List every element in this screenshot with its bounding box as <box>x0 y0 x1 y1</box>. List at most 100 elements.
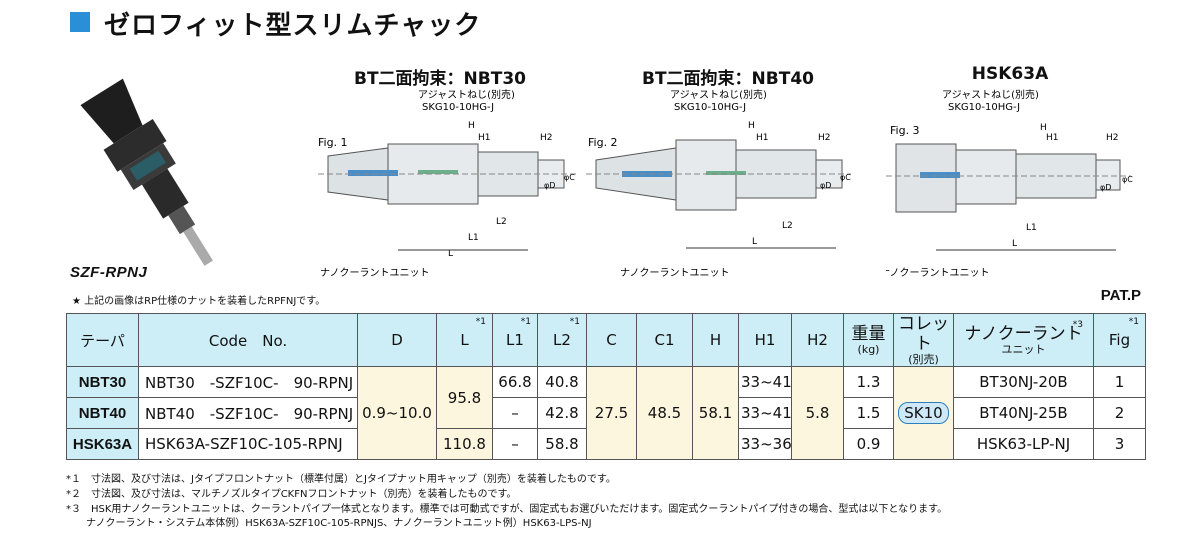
fig3-d: φD <box>1100 183 1111 192</box>
header-code: Code No. <box>138 313 358 367</box>
header-d: D <box>357 313 437 367</box>
fig1-heading: BT二面拘束：NBT30 <box>354 69 526 89</box>
fig1-adjust-code: SKG10-10HG-J <box>422 102 494 113</box>
header-l1-star: *1 <box>520 317 531 327</box>
table-header-row: テーパ Code No. D L*1 L1*1 L2*1 C C1 H H1 H… <box>66 313 1146 367</box>
row-weight: 0.9 <box>843 428 894 460</box>
product-photo <box>80 78 213 266</box>
header-weight-text: 重量 <box>851 324 886 344</box>
header-l-star: *1 <box>475 317 486 327</box>
fig2-adjust-label: アジャストねじ(別売) <box>670 88 767 101</box>
footnote-2: *２ 寸法図、及び寸法は、マルチノズルタイプCKFNフロントナット（別売）を装着… <box>66 489 517 500</box>
shared-h2: 5.8 <box>791 366 844 460</box>
fig3-drawing: アジャストねじ(別売) SKG10-10HG-J Fig. 3 H H1 H2 … <box>886 88 1133 279</box>
header-fig-star: *1 <box>1128 317 1139 327</box>
model-label: SZF-RPNJ <box>70 264 148 281</box>
header-c1: C1 <box>636 313 693 367</box>
shared-collet: SK10 <box>893 366 954 460</box>
row-h1: 33~41 <box>738 397 792 429</box>
row-taper: HSK63A <box>66 428 139 460</box>
row-l: 110.8 <box>436 428 493 460</box>
fig3-h1: H1 <box>1046 133 1059 143</box>
fig1-d: φD <box>544 181 555 190</box>
header-l2: L2*1 <box>537 313 587 367</box>
header-l1-text: L1 <box>506 331 524 349</box>
row-code: NBT30 -SZF10C- 90-RPNJ <box>138 366 358 398</box>
header-weight-unit: (kg) <box>857 343 880 356</box>
header-h: H <box>692 313 739 367</box>
row-l1: – <box>492 428 538 460</box>
fig3-h2: H2 <box>1106 133 1119 143</box>
fig3-label: Fig. 3 <box>890 124 920 137</box>
header-c: C <box>586 313 637 367</box>
header-l1: L1*1 <box>492 313 538 367</box>
fig3-l: L <box>1012 239 1017 249</box>
header-fig-text: Fig <box>1108 331 1131 349</box>
fig2-l: L <box>752 237 757 247</box>
fig1-h2: H2 <box>540 133 553 143</box>
row-l2: 40.8 <box>537 366 587 398</box>
header-unit: ナノクーラントユニット*3 <box>953 313 1094 367</box>
header-collet-sub: (別売) <box>908 353 939 366</box>
fig1-label: Fig. 1 <box>318 136 348 149</box>
row-h1: 33~36 <box>738 428 792 460</box>
header-unit-sub: ユニット <box>1001 343 1046 356</box>
row-unit: HSK63-LP-NJ <box>953 428 1094 460</box>
fig1-l1: L1 <box>468 233 479 243</box>
row-h1: 33~41 <box>738 366 792 398</box>
shared-h: 58.1 <box>692 366 739 460</box>
row-taper: NBT40 <box>66 397 139 429</box>
header-l2-text: L2 <box>553 331 571 349</box>
fig3-adjust-code: SKG10-10HG-J <box>948 102 1020 113</box>
header-unit-text: ナノクーラント <box>964 324 1083 344</box>
row-l1: 66.8 <box>492 366 538 398</box>
shared-c1: 48.5 <box>636 366 693 460</box>
image-note: ★ 上記の画像はRP仕様のナットを装着したRPFNJです。 <box>72 296 326 307</box>
fig1-c: φC <box>564 173 575 182</box>
fig2-d: φD <box>820 181 831 190</box>
header-l-text: L <box>460 331 469 349</box>
row-code: HSK63A-SZF10C-105-RPNJ <box>138 428 358 460</box>
fig2-h1: H1 <box>756 133 769 143</box>
fig2-h: H <box>748 121 755 131</box>
fig3-unit-label: ナノクーラントユニット <box>886 267 990 279</box>
fig2-adjust-code: SKG10-10HG-J <box>674 102 746 113</box>
fig2-heading: BT二面拘束：NBT40 <box>642 69 814 89</box>
header-collet-text: コレット <box>898 314 949 354</box>
table-row: HSK63A HSK63A-SZF10C-105-RPNJ 110.8 – 58… <box>66 428 1146 460</box>
row-fig: 3 <box>1093 428 1146 460</box>
header-weight: 重量(kg) <box>843 313 894 367</box>
footnote-3: *３ HSK用ナノクーラントユニットは、クーラントパイプ一体式となります。標準で… <box>66 504 948 515</box>
fig1-h: H <box>468 121 475 131</box>
header-collet: コレット(別売) <box>893 313 954 367</box>
row-weight: 1.3 <box>843 366 894 398</box>
table-row: NBT40 NBT40 -SZF10C- 90-RPNJ – 42.8 33~4… <box>66 397 1146 429</box>
fig1-l: L <box>448 249 453 259</box>
fig3-c: φC <box>1122 175 1133 184</box>
row-l2: 58.8 <box>537 428 587 460</box>
fig3-heading: HSK63A <box>971 64 1049 84</box>
page-title: ゼロフィット型スリムチャック <box>104 11 482 41</box>
row-unit: BT30NJ-20B <box>953 366 1094 398</box>
fig2-l2: L2 <box>782 221 793 231</box>
spec-table: テーパ Code No. D L*1 L1*1 L2*1 C C1 H H1 H… <box>66 313 1146 460</box>
row-fig: 1 <box>1093 366 1146 398</box>
fig1-h1: H1 <box>478 133 491 143</box>
shared-c: 27.5 <box>586 366 637 460</box>
fig3-adjust-label: アジャストねじ(別売) <box>942 88 1039 101</box>
fig2-h2: H2 <box>818 133 831 143</box>
header-l2-star: *1 <box>569 317 580 327</box>
row-fig: 2 <box>1093 397 1146 429</box>
row-l1: – <box>492 397 538 429</box>
header-taper: テーパ <box>66 313 139 367</box>
fig2-unit-label: ナノクーラントユニット <box>620 267 730 279</box>
row-weight: 1.5 <box>843 397 894 429</box>
fig1-adjust-label: アジャストねじ(別売) <box>418 88 515 101</box>
header-fig: Fig *1 <box>1093 313 1146 367</box>
header-h2: H2 <box>791 313 844 367</box>
fig3-h: H <box>1040 123 1047 133</box>
shared-l: 95.8 <box>436 366 493 429</box>
fig3-l1: L1 <box>1026 223 1037 233</box>
table-row: NBT30 NBT30 -SZF10C- 90-RPNJ 0.9~10.0 95… <box>66 366 1146 460</box>
fig2-c: φC <box>840 173 851 182</box>
